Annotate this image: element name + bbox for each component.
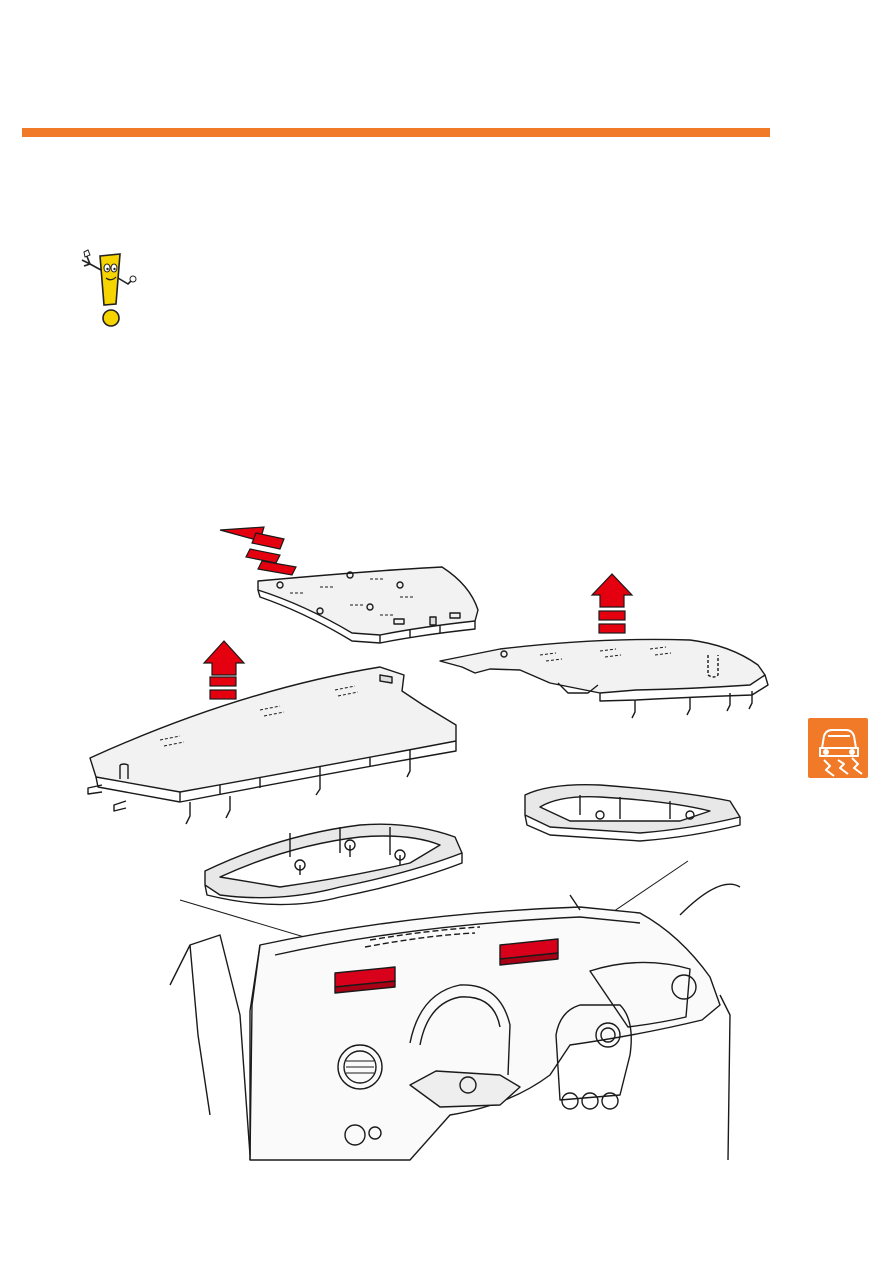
- arrow-left-up: [202, 640, 246, 700]
- upper-tray-cover: [257, 566, 479, 644]
- right-tray-base: [524, 784, 741, 842]
- dashboard: [169, 883, 741, 1161]
- right-tray-cover: [439, 638, 769, 719]
- header-rule: [22, 128, 770, 137]
- car-skid-icon: [819, 729, 863, 777]
- dashboard-exploded-diagram: [87, 526, 769, 1161]
- arrow-right-up: [590, 573, 634, 634]
- left-tray-cover: [87, 666, 457, 825]
- arrow-upper-left: [219, 526, 297, 576]
- section-tab: [808, 718, 868, 778]
- left-tray-base: [204, 823, 463, 906]
- exclamation-mascot-icon: [81, 249, 137, 327]
